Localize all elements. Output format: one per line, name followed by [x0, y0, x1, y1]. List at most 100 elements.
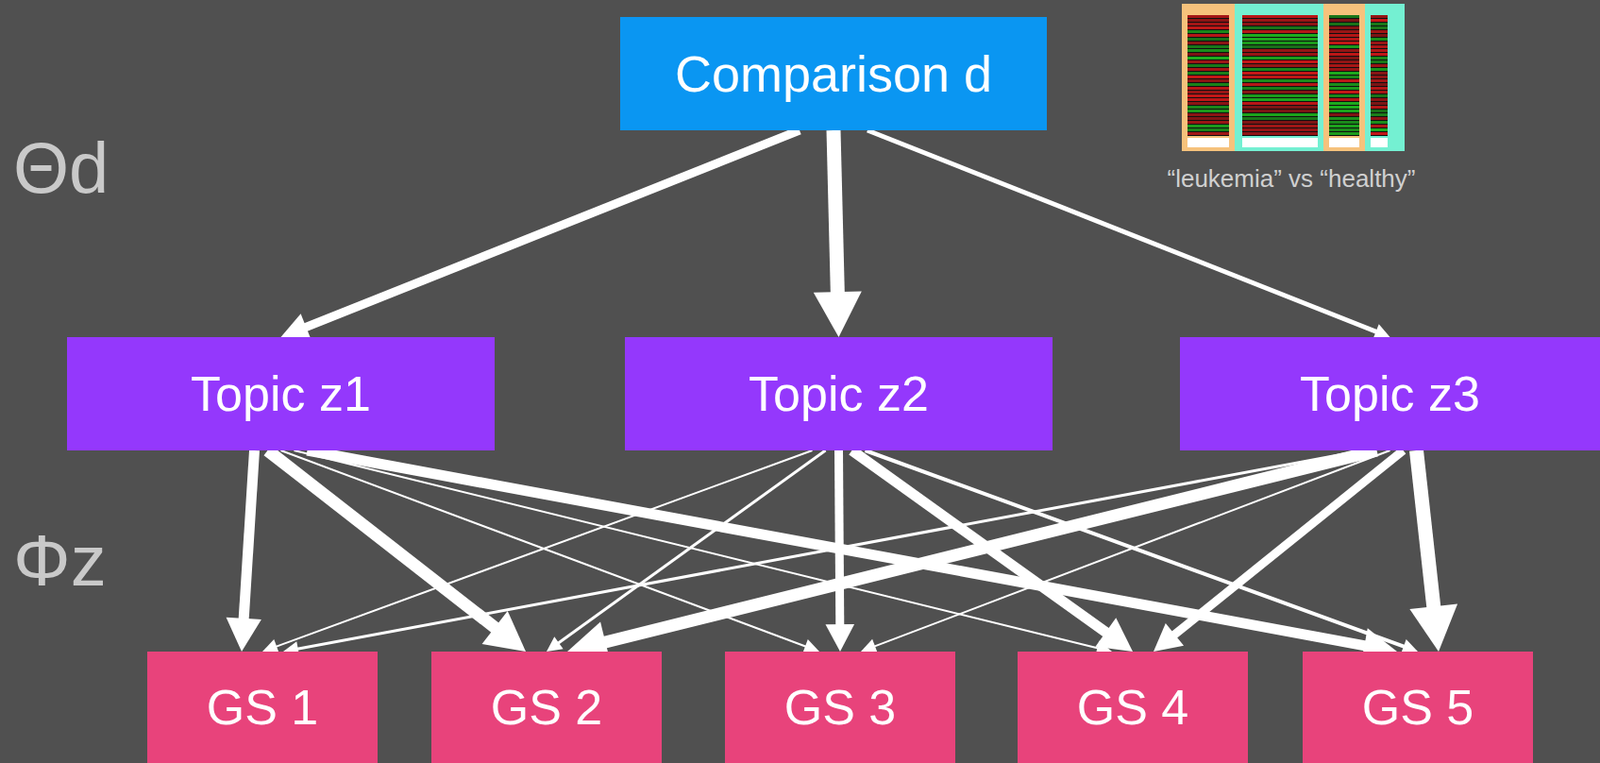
- heatmap-row: [1187, 26, 1230, 30]
- heatmap-row: [1370, 128, 1388, 132]
- weighted-arrow: [262, 450, 813, 654]
- arrow-shaft: [1416, 450, 1434, 607]
- heatmap-row: [1329, 37, 1360, 41]
- heatmap-panel: [1242, 15, 1318, 136]
- box-label: GS 1: [206, 678, 320, 736]
- arrow-shaft: [833, 130, 838, 293]
- heatmap-row: [1370, 120, 1388, 124]
- heatmap-row: [1187, 90, 1230, 94]
- heatmap-row: [1329, 113, 1360, 117]
- heatmap-row: [1329, 90, 1360, 94]
- heatmap-row: [1187, 60, 1230, 64]
- heatmap-cells: [1187, 15, 1388, 148]
- heatmap-row: [1187, 98, 1230, 102]
- heatmap-row: [1370, 132, 1388, 135]
- box-label: Comparison d: [674, 44, 993, 103]
- heatmap-row: [1187, 49, 1230, 52]
- weighted-arrow: [283, 450, 1365, 657]
- heatmap-row: [1187, 83, 1230, 86]
- weighted-arrow: [1153, 450, 1404, 652]
- heatmap-row: [1242, 26, 1318, 30]
- heatmap-row: [1187, 30, 1230, 34]
- heatmap-row: [1370, 18, 1388, 22]
- heatmap-row: [1370, 45, 1388, 49]
- heatmap-row: [1329, 56, 1360, 60]
- heatmap-row: [1187, 105, 1230, 109]
- box-label: Topic z3: [1299, 365, 1481, 422]
- heatmap-row: [1329, 26, 1360, 30]
- heatmap-row: [1370, 109, 1388, 113]
- heatmap-row: [1187, 71, 1230, 75]
- arrow-head: [1153, 623, 1184, 652]
- heatmap-row: [1329, 101, 1360, 105]
- arrow-shaft: [604, 450, 1377, 642]
- heatmap-row: [1242, 56, 1318, 60]
- weighted-arrow: [281, 130, 801, 341]
- heatmap-footer: [1370, 137, 1388, 148]
- heatmap-row: [1370, 83, 1388, 86]
- heatmap-row: [1329, 86, 1360, 90]
- heatmap-row: [1329, 64, 1360, 68]
- heatmap-row: [1242, 60, 1318, 64]
- heatmap-row: [1370, 124, 1388, 128]
- weighted-arrow: [867, 130, 1391, 339]
- heatmap-row: [1329, 22, 1360, 26]
- heatmap-row: [1242, 49, 1318, 52]
- heatmap-row: [1187, 75, 1230, 79]
- heatmap-row: [1329, 98, 1360, 102]
- box-label: GS 4: [1077, 678, 1190, 736]
- arrow-head: [546, 636, 564, 652]
- heatmap-row: [1242, 90, 1318, 94]
- heatmap-row: [1370, 33, 1388, 37]
- heatmap-row: [1242, 124, 1318, 128]
- heatmap-row: [1329, 124, 1360, 128]
- arrow-shaft: [297, 450, 1365, 649]
- heatmap-row: [1242, 22, 1318, 26]
- comparison-note: “leukemia” vs “healthy”: [1167, 166, 1416, 191]
- heatmap-row: [1187, 120, 1230, 124]
- heatmap-row: [1242, 52, 1318, 56]
- weighted-arrow: [567, 450, 1378, 662]
- heatmap-row: [1329, 18, 1360, 22]
- arrow-shaft: [275, 450, 812, 647]
- heatmap-row: [1370, 113, 1388, 117]
- heatmap-row: [1242, 75, 1318, 79]
- heatmap-row: [1370, 67, 1388, 71]
- heatmap-row: [1329, 49, 1360, 52]
- heatmap-row: [1370, 52, 1388, 56]
- gene-set-box: GS 1: [147, 651, 378, 763]
- heatmap-row: [1187, 45, 1230, 49]
- heatmap-row: [1329, 128, 1360, 132]
- heatmap-row: [1370, 86, 1388, 90]
- heatmap-panel: [1329, 15, 1360, 136]
- heatmap-footer: [1187, 137, 1230, 148]
- heatmap-row: [1370, 37, 1388, 41]
- arrow-shaft: [867, 130, 1378, 332]
- heatmap-row: [1370, 94, 1388, 98]
- heatmap-row: [1370, 98, 1388, 102]
- heatmap-row: [1242, 86, 1318, 90]
- heatmap-row: [1242, 128, 1318, 132]
- heatmap-row: [1242, 33, 1318, 37]
- heatmap-frame: [1364, 3, 1405, 152]
- weighted-arrow: [307, 450, 1398, 663]
- heatmap-row: [1329, 94, 1360, 98]
- heatmap-row: [1242, 105, 1318, 109]
- heatmap-row: [1242, 18, 1318, 22]
- heatmap-row: [1329, 120, 1360, 124]
- heatmap-row: [1242, 132, 1318, 135]
- gene-set-box: GS 3: [724, 651, 956, 763]
- heatmap-row: [1187, 22, 1230, 26]
- heatmap-row: [1329, 45, 1360, 49]
- box-label: GS 5: [1362, 678, 1475, 736]
- weighted-arrow: [813, 130, 862, 337]
- arrow-head: [813, 290, 862, 337]
- heatmap-row: [1187, 37, 1230, 41]
- heatmap-footer: [1242, 137, 1318, 148]
- heatmap-row: [1187, 128, 1230, 132]
- heatmap-row: [1370, 41, 1388, 45]
- topic-box: Topic z1: [67, 336, 495, 451]
- heatmap-row: [1242, 71, 1318, 75]
- heatmap-row: [1187, 124, 1230, 128]
- heatmap-row: [1329, 60, 1360, 64]
